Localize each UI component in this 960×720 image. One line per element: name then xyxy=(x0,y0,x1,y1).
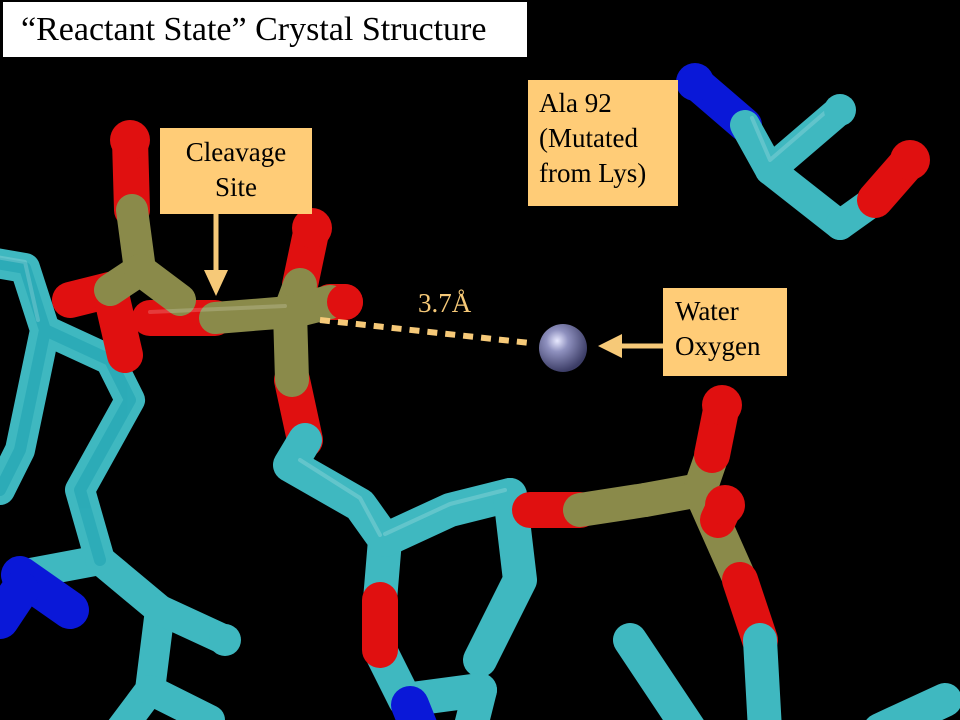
ala92-label-line: Ala 92 xyxy=(539,88,612,118)
water-label-line: Water xyxy=(675,296,739,326)
bond-sticks xyxy=(0,65,960,720)
atom-caps xyxy=(110,63,930,656)
distance-label: 3.7Å xyxy=(418,288,472,318)
cleavage-label-line: Cleavage xyxy=(185,137,287,167)
ala92-label-line: (Mutated xyxy=(539,123,638,154)
cleavage-site-label: Cleavage Site xyxy=(160,128,312,214)
ala92-label: Ala 92 (Mutated from Lys) xyxy=(528,80,678,206)
ala92-label-line: from Lys) xyxy=(539,158,647,189)
distance-dashed-line xyxy=(319,317,531,346)
water-oxygen-atom xyxy=(539,324,587,372)
slide-title-text: “Reactant State” Crystal Structure xyxy=(21,10,487,48)
water-oxygen-label: Water Oxygen xyxy=(663,288,787,376)
water-arrow xyxy=(598,334,663,358)
cleavage-arrow xyxy=(204,214,228,296)
water-label-line: Oxygen xyxy=(675,331,761,362)
slide-title: “Reactant State” Crystal Structure xyxy=(3,2,527,57)
cleavage-label-line: Site xyxy=(214,172,257,203)
